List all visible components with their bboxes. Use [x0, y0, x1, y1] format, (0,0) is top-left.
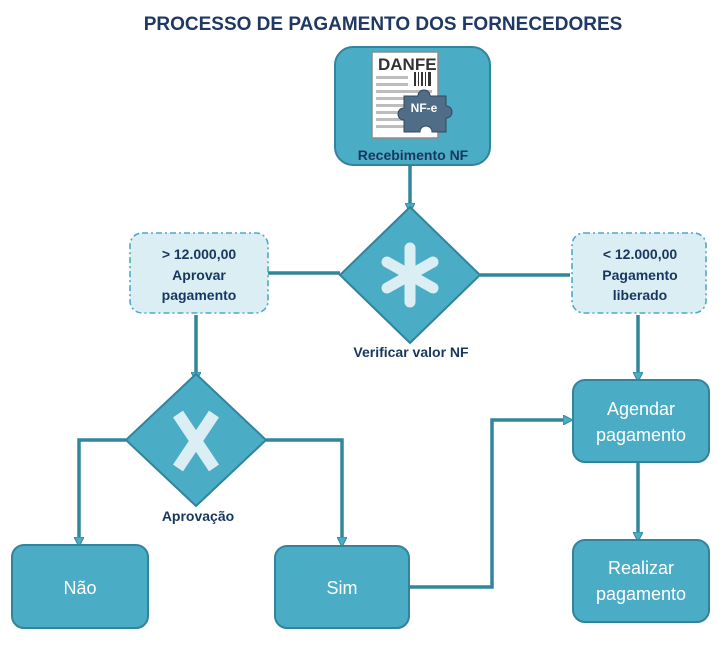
note-high-value: > 12.000,00 Aprovar pagamento — [129, 232, 269, 314]
danfe-nfe-document-icon: DANFE NF-e — [371, 51, 453, 139]
note-high-threshold: > 12.000,00 — [162, 246, 237, 262]
page-title: PROCESSO DE PAGAMENTO DOS FORNECEDORES — [144, 14, 623, 35]
note-low-box — [571, 232, 707, 314]
schedule-label-line2: pagamento — [596, 425, 686, 445]
x-mark-icon — [173, 410, 219, 472]
connector-approval-no — [79, 438, 126, 542]
note-high-line3: pagamento — [162, 287, 237, 303]
nfe-badge: NF-e — [411, 101, 438, 115]
schedule-node: Agendar pagamento — [572, 379, 710, 463]
verify-node: Verificar valor NF — [338, 205, 482, 360]
no-node: Não — [11, 544, 149, 629]
execute-node: Realizar pagamento — [572, 539, 710, 623]
yes-node: Sim — [274, 545, 410, 629]
connector-yes-schedule — [409, 420, 568, 589]
yes-box — [274, 545, 410, 629]
execute-box — [572, 539, 710, 623]
approval-label: Aprovação — [162, 508, 234, 524]
receipt-label: Recebimento NF — [358, 147, 469, 163]
no-box — [11, 544, 149, 629]
connector-approval-yes — [266, 438, 342, 542]
puzzle-piece-icon — [397, 89, 453, 133]
verify-label: Verificar valor NF — [353, 344, 469, 360]
execute-label-line2: pagamento — [596, 584, 686, 604]
no-label: Não — [63, 578, 96, 598]
note-high-line2: Aprovar — [172, 267, 226, 283]
barcode-icon — [414, 72, 431, 86]
note-low-threshold: < 12.000,00 — [603, 246, 678, 262]
note-low-line3: liberado — [613, 287, 667, 303]
danfe-doc-title: DANFE — [378, 55, 437, 74]
yes-label: Sim — [327, 578, 358, 598]
approval-node: Aprovação — [124, 372, 268, 524]
asterisk-icon — [381, 242, 439, 308]
schedule-label-line1: Agendar — [607, 399, 675, 419]
receipt-node: DANFE NF-e Recebimento NF — [334, 46, 491, 166]
note-high-box — [129, 232, 269, 314]
note-low-value: < 12.000,00 Pagamento liberado — [571, 232, 707, 314]
schedule-box — [572, 379, 710, 463]
execute-label-line1: Realizar — [608, 558, 674, 578]
note-low-line2: Pagamento — [602, 267, 677, 283]
connectors — [79, 165, 638, 589]
